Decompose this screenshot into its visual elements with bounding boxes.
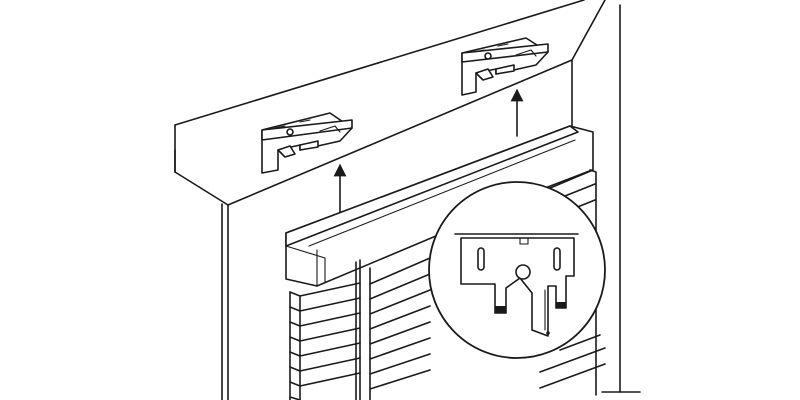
ceiling [174, 0, 606, 206]
blind-slats [289, 169, 606, 400]
mounting-bracket-right [461, 37, 549, 96]
wall [221, 4, 641, 400]
detail-magnifier [428, 181, 606, 359]
mounting-bracket-left [261, 112, 353, 174]
headrail [285, 125, 594, 287]
arrow-up-icon [333, 88, 524, 215]
